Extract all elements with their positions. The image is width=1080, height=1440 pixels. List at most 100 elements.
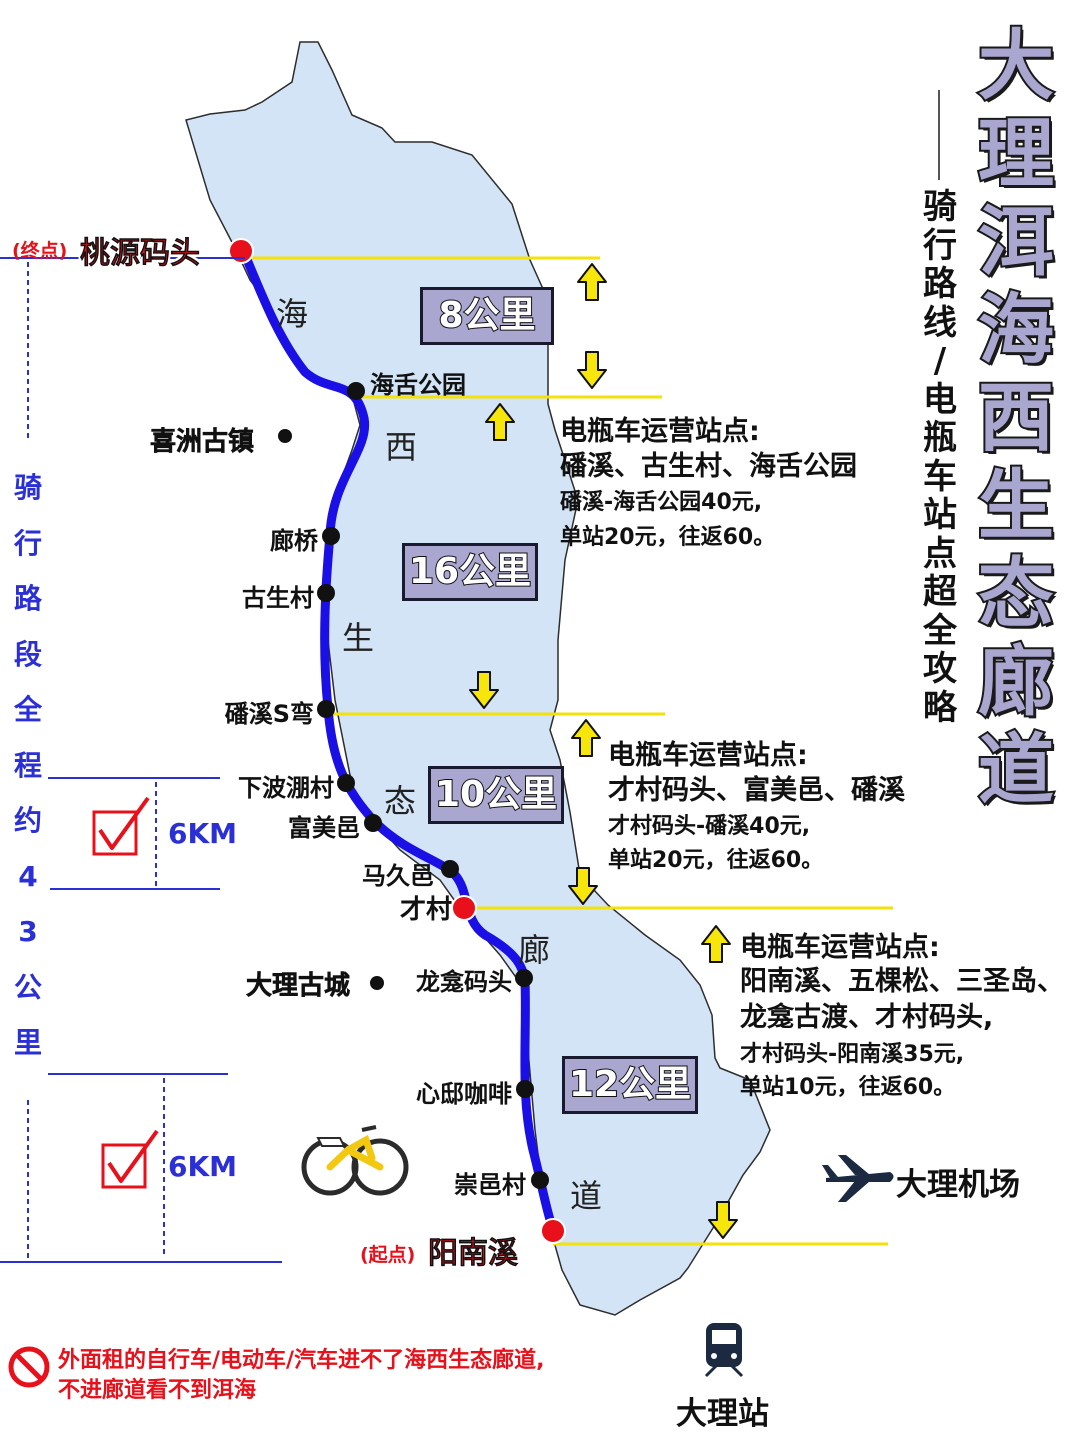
info-price-1a: 磻溪-海舌公园40元,	[560, 490, 763, 515]
page-title: 大理洱海西生态廊道	[968, 20, 1064, 816]
stop-majiu-yi: 马久邑	[362, 862, 434, 890]
info-stations-3b: 龙龛古渡、才村码头,	[740, 1002, 994, 1033]
subtitle-char: 站	[923, 495, 957, 535]
corridor-char: 廊	[518, 931, 551, 969]
segment-km-1: 6KM	[168, 817, 238, 850]
distance-box-4: 12公里	[562, 1056, 698, 1114]
warning-line-1: 外面租的自行车/电动车/汽车进不了海西生态廊道,	[58, 1348, 545, 1373]
corridor-char: 西	[385, 428, 418, 466]
subtitle-char: 骑	[923, 187, 957, 227]
info-price-3a: 才村码头-阳南溪35元,	[740, 1042, 965, 1067]
subtitle-char: 路	[923, 264, 957, 304]
total-distance-char: 路	[13, 582, 42, 615]
place-dali-airport: 大理机场	[896, 1167, 1020, 1203]
subtitle-char: 车	[923, 456, 957, 497]
total-distance-char: 4	[18, 859, 38, 893]
subtitle-char: 线	[923, 302, 957, 343]
info-heading-1: 电瓶车运营站点:	[560, 416, 760, 447]
total-distance-char: 约	[13, 804, 42, 837]
title-char: 海	[976, 284, 1056, 376]
total-distance-char: 3	[18, 915, 38, 948]
info-stations-2: 才村码头、富美邑、磻溪	[608, 775, 905, 806]
checkbox-icon	[101, 1129, 159, 1189]
stop-chongyi-village: 崇邑村	[454, 1171, 526, 1199]
info-heading-3: 电瓶车运营站点:	[740, 932, 940, 963]
corridor-char: 道	[570, 1177, 603, 1215]
distance-box-1: 8公里	[420, 287, 554, 345]
distance-box-2: 16公里	[402, 543, 538, 601]
info-price-2a: 才村码头-磻溪40元,	[608, 814, 811, 839]
corridor-char: 生	[342, 619, 375, 657]
total-distance-char: 段	[13, 637, 42, 671]
subtitle-char: 行	[923, 225, 957, 266]
no-entry-icon	[8, 1346, 50, 1388]
stop-xindi-cafe: 心邸咖啡	[416, 1080, 512, 1108]
up-arrow-icon	[701, 925, 731, 963]
title-char: 理	[976, 108, 1056, 200]
stop-gusheng-village: 古生村	[242, 584, 314, 612]
total-distance-char: 骑	[13, 471, 42, 504]
corridor-char: 海	[276, 295, 309, 333]
airplane-icon	[822, 1155, 894, 1202]
page-subtitle: 骑行路线/电瓶车站点超全攻略	[912, 188, 968, 727]
info-stations-1: 磻溪、古生村、海舌公园	[560, 451, 857, 482]
checkbox-icon	[92, 796, 150, 856]
total-distance-char: 里	[13, 1026, 42, 1059]
corridor-char: 态	[384, 782, 417, 820]
stop-longkan-pier: 龙龛码头	[416, 968, 512, 996]
title-divider	[938, 90, 940, 180]
title-char: 态	[976, 548, 1056, 640]
info-price-3b: 单站10元，往返60。	[740, 1075, 956, 1100]
stop-panxi-s-bend: 磻溪S弯	[224, 700, 314, 728]
down-arrow-icon	[577, 351, 607, 389]
warning-note: 外面租的自行车/电动车/汽车进不了海西生态廊道, 不进廊道看不到洱海	[58, 1346, 544, 1406]
end-tag: (终点)	[12, 240, 68, 262]
stop-taoyuan-pier: 桃源码头	[80, 236, 201, 272]
stop-xiabo-village: 下波淜村	[238, 774, 334, 802]
stop-haishe-park: 海舌公园	[370, 371, 466, 399]
stop-dots	[278, 382, 549, 1189]
total-distance-char: 全	[13, 693, 42, 726]
subtitle-char: 点	[923, 533, 957, 574]
segment-km-2: 6KM	[168, 1150, 238, 1183]
subtitle-char: 全	[923, 610, 957, 651]
train-icon	[704, 1323, 744, 1378]
title-char: 廊	[976, 636, 1056, 728]
title-char: 大	[976, 20, 1056, 112]
subtitle-char: 电	[923, 379, 957, 420]
subtitle-char: 攻	[923, 649, 957, 689]
place-dali-old-town: 大理古城	[246, 971, 351, 1002]
stop-langqiao: 廊桥	[270, 527, 318, 555]
stop-yangnanxi: 阳南溪	[428, 1236, 519, 1272]
title-char: 道	[976, 724, 1056, 816]
distance-box-3: 10公里	[428, 766, 564, 824]
subtitle-char: 超	[923, 572, 957, 612]
title-char: 生	[976, 460, 1056, 552]
segment-guide-lines	[245, 256, 893, 1246]
place-dali-station: 大理站	[676, 1396, 769, 1432]
endpoint-dots	[228, 238, 566, 1244]
info-stations-3: 阳南溪、五棵松、三圣岛、	[740, 966, 1064, 997]
title-char: 洱	[976, 196, 1056, 288]
warning-line-2: 不进廊道看不到洱海	[58, 1378, 257, 1403]
info-price-1b: 单站20元，往返60。	[560, 525, 776, 550]
info-heading-2: 电瓶车运营站点:	[608, 740, 808, 771]
total-distance-char: 行	[13, 526, 42, 560]
stop-caicun: 才村	[399, 895, 452, 925]
side-bracket	[0, 257, 282, 1263]
place-xizhou-town: 喜洲古镇	[150, 427, 255, 458]
subtitle-char: 略	[923, 687, 957, 728]
up-arrow-icon	[577, 263, 607, 301]
total-distance-char: 程	[13, 748, 42, 782]
total-distance-char: 公	[13, 970, 42, 1004]
subtitle-char: /	[933, 341, 947, 381]
start-tag: (起点)	[360, 1244, 416, 1266]
bicycle-icon	[301, 1125, 409, 1196]
subtitle-char: 瓶	[923, 418, 957, 458]
info-price-2b: 单站20元，往返60。	[608, 848, 824, 873]
title-char: 西	[976, 372, 1056, 464]
total-distance-label: 骑行路段全程约 4 3 公里	[8, 460, 48, 1071]
up-arrow-icon	[571, 719, 601, 757]
stop-fumei-yi: 富美邑	[288, 814, 360, 842]
